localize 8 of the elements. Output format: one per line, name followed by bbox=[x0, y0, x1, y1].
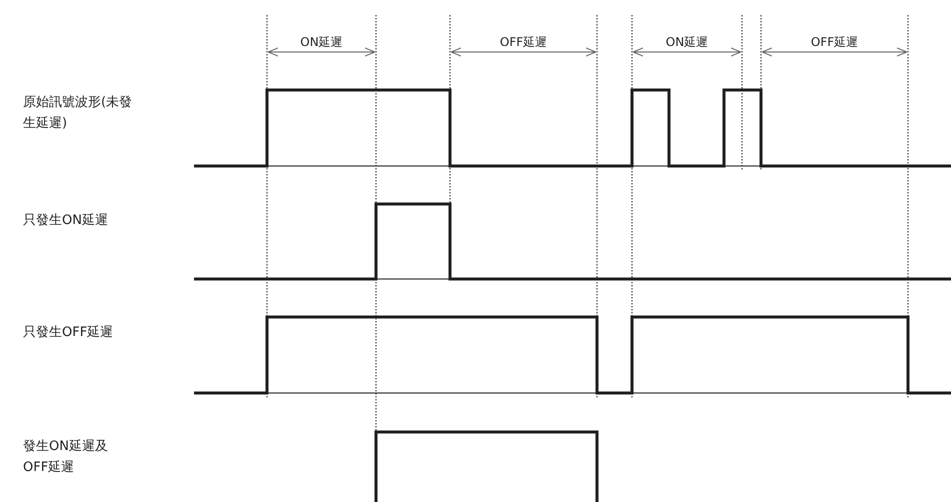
signal-label: 只發生ON延遲 bbox=[23, 212, 109, 230]
dimension-label: OFF延遲 bbox=[498, 34, 548, 51]
signal-label: 只發生OFF延遲 bbox=[23, 324, 114, 342]
dimension-label: OFF延遲 bbox=[810, 34, 860, 51]
signal-label: 原始訊號波形(未發生延遲) bbox=[23, 94, 133, 133]
dimension-label: ON延遲 bbox=[299, 34, 344, 51]
signal-label: 發生ON延遲及OFF延遲 bbox=[23, 438, 109, 477]
dimension-label: ON延遲 bbox=[664, 34, 710, 51]
